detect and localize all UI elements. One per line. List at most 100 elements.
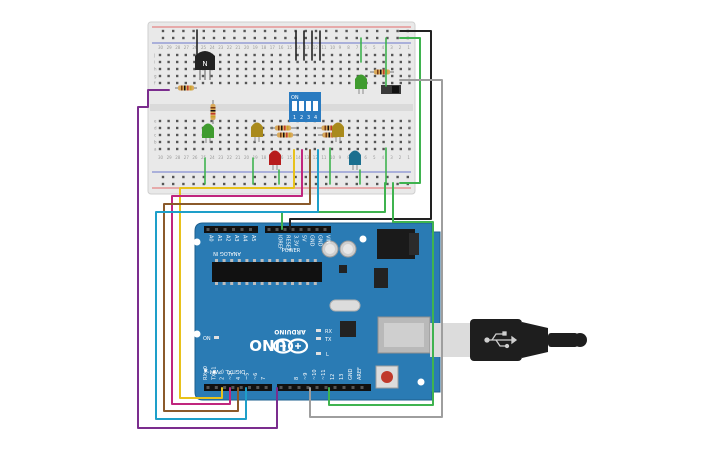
wire-brown[interactable]: [163, 149, 311, 412]
digital-header-high[interactable]: [277, 384, 371, 391]
dip-switch-4[interactable]: [313, 101, 318, 111]
pin-label: A4: [242, 235, 248, 242]
dip-switch-1[interactable]: [292, 101, 297, 111]
row-letter: j: [153, 53, 155, 58]
header-pin[interactable]: [360, 386, 364, 389]
arduino-logo-icon: [272, 338, 309, 354]
column-number: 4: [382, 155, 385, 160]
wire-green-rail[interactable]: [399, 37, 421, 184]
wire-gray[interactable]: [309, 79, 443, 418]
row-letter: i: [408, 60, 409, 65]
column-number: 22: [227, 155, 233, 160]
column-number: 14: [296, 45, 302, 50]
usb-cable[interactable]: [430, 319, 587, 361]
header-pin[interactable]: [264, 386, 268, 389]
header-pin[interactable]: [324, 386, 328, 389]
column-number: 6: [364, 155, 367, 160]
row-letter: e: [154, 119, 157, 124]
reset-button[interactable]: [375, 365, 399, 389]
header-pin[interactable]: [275, 228, 279, 231]
pin-label: RX◀0: [203, 366, 209, 380]
dc-power-jack[interactable]: [377, 229, 419, 259]
resistor[interactable]: [270, 125, 296, 131]
column-number: 25: [201, 155, 207, 160]
header-pin[interactable]: [232, 228, 235, 231]
header-pin[interactable]: [248, 386, 251, 389]
column-number: 19: [253, 45, 259, 50]
pin-label: 3.3V: [293, 235, 299, 247]
red-led[interactable]: [269, 150, 281, 171]
green-led-top[interactable]: [355, 74, 367, 95]
breadboard-center-channel: [150, 104, 413, 111]
wire-black-gnd[interactable]: [289, 30, 432, 230]
row-letter: b: [408, 140, 411, 145]
pin-label: 13: [339, 374, 345, 380]
dip-switch-3[interactable]: [306, 101, 311, 111]
header-pin[interactable]: [223, 228, 227, 231]
yellow-led-left[interactable]: [251, 122, 263, 143]
header-pin[interactable]: [297, 386, 301, 389]
mounting-hole: [417, 378, 425, 386]
column-number: 7: [356, 45, 359, 50]
header-pin[interactable]: [240, 228, 244, 231]
analog-header-label: ANALOG IN: [213, 250, 241, 256]
blue-led[interactable]: [349, 150, 361, 171]
header-pin[interactable]: [333, 386, 337, 389]
resistor[interactable]: [210, 100, 216, 124]
analog-header-top[interactable]: [204, 226, 258, 233]
header-pin[interactable]: [342, 386, 346, 389]
l-led: [316, 352, 321, 355]
header-pin[interactable]: [315, 386, 319, 389]
header-pin[interactable]: [231, 386, 235, 389]
resistor[interactable]: [175, 85, 197, 91]
wire-green-power[interactable]: [281, 182, 386, 230]
column-number: 23: [218, 45, 224, 50]
slide-switch[interactable]: [381, 85, 401, 94]
header-pin[interactable]: [249, 228, 252, 231]
header-pin[interactable]: [315, 228, 319, 231]
header-pin[interactable]: [223, 386, 227, 389]
wire-magenta[interactable]: [171, 149, 303, 405]
header-pin[interactable]: [215, 228, 218, 231]
dip-switch[interactable]: ON 1 2 3 4: [289, 92, 321, 122]
power-header[interactable]: [265, 226, 331, 233]
wire-yellow[interactable]: [179, 149, 295, 399]
column-number: 1: [407, 45, 410, 50]
green-led[interactable]: [202, 123, 214, 144]
column-number: 10: [330, 45, 336, 50]
wire-purple[interactable]: [137, 89, 278, 429]
pin-label: 5V: [301, 235, 307, 242]
header-pin[interactable]: [206, 228, 210, 231]
dip-switch-2[interactable]: [299, 101, 304, 111]
digital-header-label: DIGITAL (PWM~): [203, 368, 245, 374]
npn-transistor[interactable]: N: [195, 51, 215, 80]
header-pin[interactable]: [256, 386, 260, 389]
header-pin[interactable]: [351, 386, 355, 389]
header-pin[interactable]: [288, 386, 292, 389]
row-letter: i: [154, 60, 155, 65]
atmega-chip: [212, 259, 322, 285]
header-pin[interactable]: [307, 228, 311, 231]
header-pin[interactable]: [239, 386, 243, 389]
header-pin[interactable]: [291, 228, 295, 231]
resistor[interactable]: [272, 132, 298, 138]
column-number: 21: [235, 155, 241, 160]
dip-switch-number: 1: [293, 115, 296, 121]
header-pin[interactable]: [214, 386, 218, 389]
header-pin[interactable]: [279, 386, 283, 389]
yellow-led-right[interactable]: [332, 122, 344, 143]
pin-label: A3: [233, 235, 239, 242]
wire-green-5v[interactable]: [328, 182, 434, 406]
wire-cyan[interactable]: [155, 149, 319, 420]
header-pin[interactable]: [306, 386, 310, 389]
pin-label: ~11: [321, 369, 327, 380]
dip-switch-label: ON: [291, 95, 299, 101]
header-pin[interactable]: [206, 386, 210, 389]
column-number: 28: [175, 155, 181, 160]
usb-port[interactable]: [377, 316, 431, 354]
header-pin[interactable]: [323, 228, 327, 231]
header-pin[interactable]: [283, 228, 287, 231]
header-pin[interactable]: [299, 228, 303, 231]
